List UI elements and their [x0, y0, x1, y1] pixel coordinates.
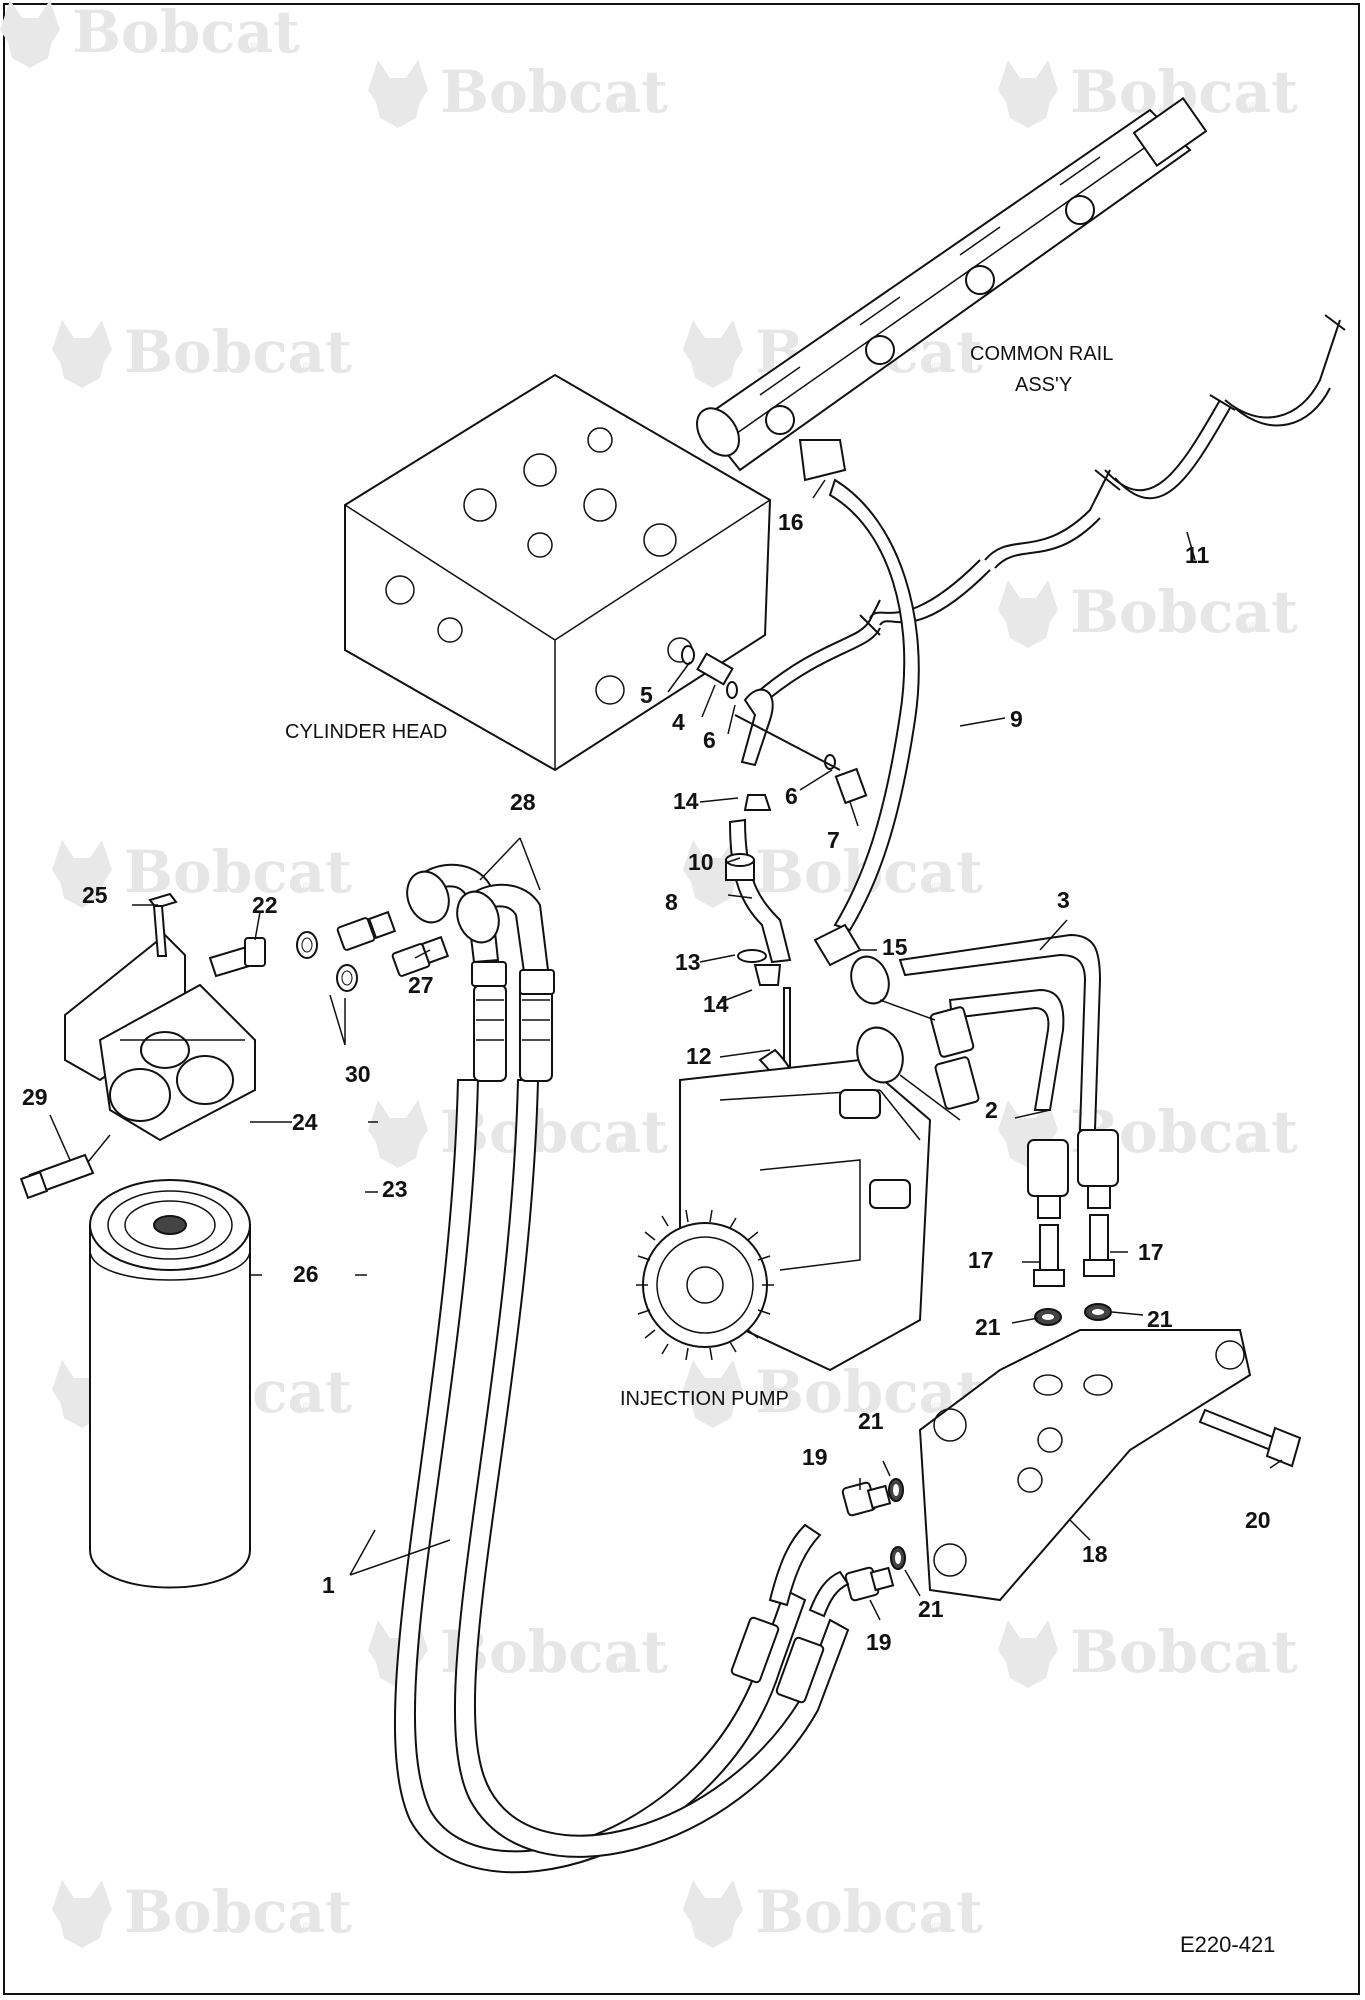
callout-15: 15 — [882, 934, 908, 960]
watermark-text: Bobcat — [72, 0, 300, 66]
fuel-filter-head — [19, 892, 266, 1200]
callout-8: 8 — [665, 889, 678, 915]
hose-elbows — [296, 863, 555, 995]
callout-16: 16 — [778, 509, 804, 535]
callout-12: 12 — [686, 1043, 712, 1069]
callout-21-upper-lower: 21 — [858, 1408, 884, 1434]
caption-common-rail-line2: ASS'Y — [1015, 374, 1072, 396]
callout-10: 10 — [688, 849, 714, 875]
bolt — [1198, 1408, 1302, 1468]
callout-21-bottom: 21 — [918, 1596, 944, 1622]
callout-23: 23 — [382, 1176, 408, 1202]
watermark-layer: Bobcat ® — [0, 0, 1299, 1948]
callout-1: 1 — [322, 1572, 335, 1598]
callout-17-right: 17 — [1138, 1239, 1164, 1265]
callout-14-upper: 14 — [673, 788, 699, 814]
callout-11: 11 — [1185, 542, 1210, 568]
callout-3: 3 — [1057, 887, 1070, 913]
callout-21-right: 21 — [1147, 1306, 1173, 1332]
callout-13: 13 — [675, 949, 701, 975]
cylinder-head — [344, 373, 772, 772]
bobcat-head-logo-icon — [0, 0, 60, 68]
injection-pipes — [759, 314, 1346, 699]
nipples-and-washers — [1033, 1214, 1115, 1326]
watermark-reg: ® — [248, 39, 259, 55]
callout-21-left: 21 — [975, 1314, 1001, 1340]
callout-2: 2 — [985, 1097, 998, 1123]
watermark: Bobcat ® — [0, 0, 300, 68]
callout-19-upper: 19 — [802, 1444, 828, 1470]
bracket — [918, 1329, 1252, 1602]
caption-common-rail-line1: COMMON RAIL — [970, 343, 1113, 365]
callout-26: 26 — [293, 1261, 319, 1287]
pump-feed-pipes — [850, 933, 1119, 1219]
callout-25: 25 — [82, 882, 108, 908]
drawing-code: E220-421 — [1180, 1932, 1275, 1957]
callout-5: 5 — [640, 682, 653, 708]
common-rail-assembly — [696, 97, 1208, 472]
fuel-hoses — [393, 984, 850, 1874]
callout-28: 28 — [510, 789, 536, 815]
caption-injection-pump: INJECTION PUMP — [620, 1388, 789, 1410]
callout-30: 30 — [345, 1061, 371, 1087]
callout-19-lower: 19 — [866, 1629, 892, 1655]
callout-18: 18 — [1082, 1541, 1108, 1567]
callout-17-left: 17 — [968, 1247, 994, 1273]
callout-labels: 1 2 3 4 5 6 6 7 8 9 10 11 12 13 14 14 15… — [22, 509, 1271, 1655]
callout-27: 27 — [408, 972, 434, 998]
callout-14-lower: 14 — [703, 991, 729, 1017]
fuel-filter — [89, 1179, 251, 1589]
leader-lines — [49, 479, 1283, 1621]
lower-hose-fittings — [841, 1478, 906, 1602]
callout-6-lower: 6 — [785, 783, 798, 809]
callout-7: 7 — [827, 827, 840, 853]
injection-pump — [636, 1058, 932, 1372]
callout-6-upper: 6 — [703, 727, 716, 753]
callout-20: 20 — [1245, 1507, 1271, 1533]
callout-9: 9 — [1010, 706, 1023, 732]
callout-24: 24 — [292, 1109, 318, 1135]
callout-29: 29 — [22, 1084, 48, 1110]
caption-cylinder-head: CYLINDER HEAD — [285, 721, 447, 743]
callout-22: 22 — [252, 892, 278, 918]
callout-4: 4 — [672, 709, 685, 735]
